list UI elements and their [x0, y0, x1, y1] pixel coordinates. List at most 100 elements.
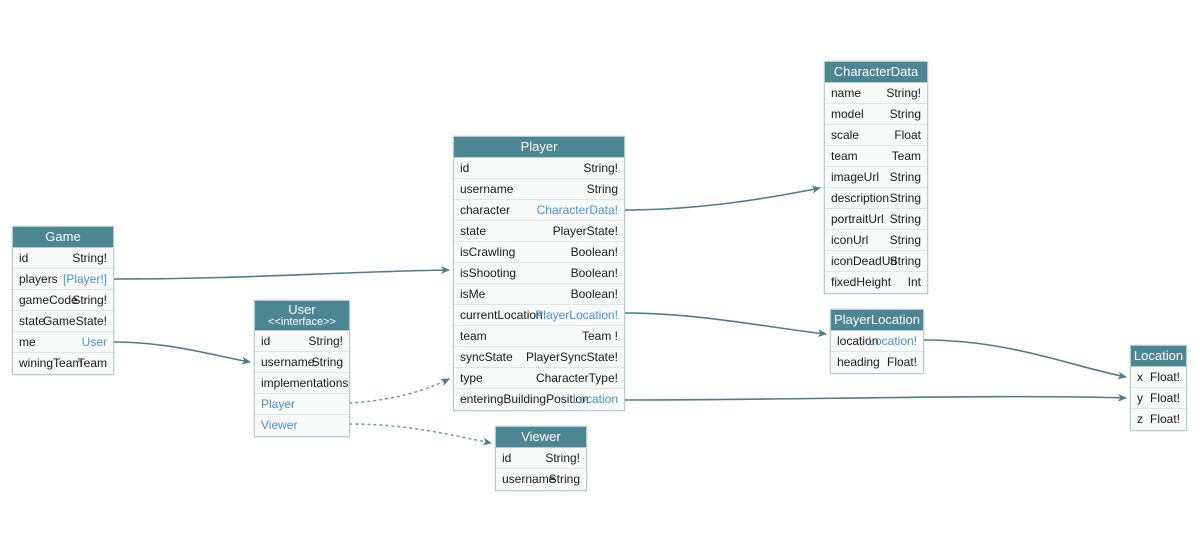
field-name: id [502, 451, 512, 465]
entity-user-title: User <<interface>> [255, 301, 349, 331]
entity-game[interactable]: Game id String! players [Player!] gameCo… [12, 226, 114, 375]
edge-user-implements-viewer [349, 423, 492, 446]
field-type[interactable]: PlayerLocation! [535, 308, 618, 322]
field-player-character[interactable]: character CharacterData! [454, 200, 624, 221]
field-player-isme[interactable]: isMe Boolean! [454, 284, 624, 305]
field-type: Float! [1149, 370, 1180, 384]
field-name: username [261, 355, 315, 369]
field-name: portraitUrl [831, 212, 884, 226]
field-type: Int [907, 275, 921, 289]
field-location-y[interactable]: y Float! [1131, 388, 1186, 409]
field-characterdata-name[interactable]: name String! [825, 83, 927, 104]
field-player-iscrawling[interactable]: isCrawling Boolean! [454, 242, 624, 263]
field-type[interactable]: User [81, 335, 107, 349]
field-name: me [19, 335, 36, 349]
field-game-me[interactable]: me User [13, 332, 113, 353]
field-name: scale [831, 128, 860, 142]
edge-user-implements-player [349, 378, 450, 404]
field-type: Team [77, 356, 107, 370]
field-playerlocation-location[interactable]: location Location! [831, 331, 923, 352]
field-type: String [889, 191, 921, 205]
field-name[interactable]: Player [261, 397, 296, 411]
field-characterdata-model[interactable]: model String [825, 104, 927, 125]
field-type[interactable]: Location! [868, 334, 917, 348]
field-name: imageUrl [831, 170, 880, 184]
field-name: implementations [261, 376, 349, 390]
field-type: String! [72, 293, 107, 307]
field-type: String! [72, 251, 107, 265]
field-type: Boolean! [570, 266, 618, 280]
field-characterdata-team[interactable]: team Team [825, 146, 927, 167]
field-characterdata-description[interactable]: description String [825, 188, 927, 209]
field-name: team [831, 149, 858, 163]
field-type[interactable]: [Player!] [62, 272, 107, 286]
field-type[interactable]: Location [572, 392, 618, 406]
field-characterdata-icondeadurl[interactable]: iconDeadUrl String [825, 251, 927, 272]
field-name: description [831, 191, 890, 205]
field-playerlocation-heading[interactable]: heading Float! [831, 352, 923, 373]
edge-player-currentlocation-to-playerlocation [624, 312, 827, 338]
field-player-username[interactable]: username String [454, 179, 624, 200]
field-characterdata-imageurl[interactable]: imageUrl String [825, 167, 927, 188]
field-name: model [831, 107, 864, 121]
user-implementations-label: implementations [255, 373, 349, 394]
field-name: state [19, 314, 46, 328]
field-name: id [19, 251, 29, 265]
field-characterdata-iconurl[interactable]: iconUrl String [825, 230, 927, 251]
edge-playerlocation-location-to-location [923, 339, 1127, 380]
field-type: Float! [886, 355, 917, 369]
field-location-x[interactable]: x Float! [1131, 367, 1186, 388]
field-type[interactable]: CharacterData! [536, 203, 618, 217]
field-user-id[interactable]: id String! [255, 331, 349, 352]
field-game-players[interactable]: players [Player!] [13, 269, 113, 290]
field-name: id [460, 161, 470, 175]
field-characterdata-fixedheight[interactable]: fixedHeight Int [825, 272, 927, 293]
field-player-state[interactable]: state PlayerState! [454, 221, 624, 242]
field-name: heading [837, 355, 880, 369]
field-game-winingteam[interactable]: winingTeam Team [13, 353, 113, 374]
field-player-currentlocation[interactable]: currentLocation PlayerLocation! [454, 305, 624, 326]
field-name: x [1137, 370, 1143, 384]
field-viewer-username[interactable]: username String [496, 469, 586, 490]
entity-user-stereotype: <<interface>> [268, 315, 336, 328]
field-player-syncstate[interactable]: syncState PlayerSyncState! [454, 347, 624, 368]
field-type: String [889, 233, 921, 247]
entity-location[interactable]: Location x Float! y Float! z Float! [1130, 345, 1187, 431]
field-type: Boolean! [570, 287, 618, 301]
entity-viewer[interactable]: Viewer id String! username String [495, 426, 587, 491]
field-type: String [889, 107, 921, 121]
field-game-id[interactable]: id String! [13, 248, 113, 269]
user-implementation-viewer[interactable]: Viewer [255, 415, 349, 436]
field-game-gamecode[interactable]: gameCode String! [13, 290, 113, 311]
field-type: String [586, 182, 618, 196]
field-player-isshooting[interactable]: isShooting Boolean! [454, 263, 624, 284]
field-characterdata-scale[interactable]: scale Float [825, 125, 927, 146]
entity-user[interactable]: User <<interface>> id String! username S… [254, 300, 350, 437]
field-type: PlayerState! [552, 224, 618, 238]
field-player-team[interactable]: team Team ! [454, 326, 624, 347]
field-player-enteringbuildingposition[interactable]: enteringBuildingPosition Location [454, 389, 624, 410]
field-name: fixedHeight [831, 275, 892, 289]
user-implementation-player[interactable]: Player [255, 394, 349, 415]
field-name: enteringBuildingPosition [460, 392, 589, 406]
field-game-state[interactable]: state GameState! [13, 311, 113, 332]
entity-characterdata[interactable]: CharacterData name String! model String … [824, 61, 928, 294]
field-name: id [261, 334, 271, 348]
field-location-z[interactable]: z Float! [1131, 409, 1186, 430]
entity-player[interactable]: Player id String! username String charac… [453, 136, 625, 411]
field-characterdata-portraiturl[interactable]: portraitUrl String [825, 209, 927, 230]
field-type: String! [308, 334, 343, 348]
field-viewer-id[interactable]: id String! [496, 448, 586, 469]
field-user-username[interactable]: username String [255, 352, 349, 373]
entity-playerlocation[interactable]: PlayerLocation location Location! headin… [830, 309, 924, 374]
field-type: String! [886, 86, 921, 100]
field-name[interactable]: Viewer [261, 418, 298, 432]
field-player-type[interactable]: type CharacterType! [454, 368, 624, 389]
field-type: Team [891, 149, 921, 163]
field-name: z [1137, 412, 1143, 426]
entity-player-title: Player [454, 137, 624, 158]
field-type: String [889, 254, 921, 268]
field-player-id[interactable]: id String! [454, 158, 624, 179]
field-name: players [19, 272, 58, 286]
